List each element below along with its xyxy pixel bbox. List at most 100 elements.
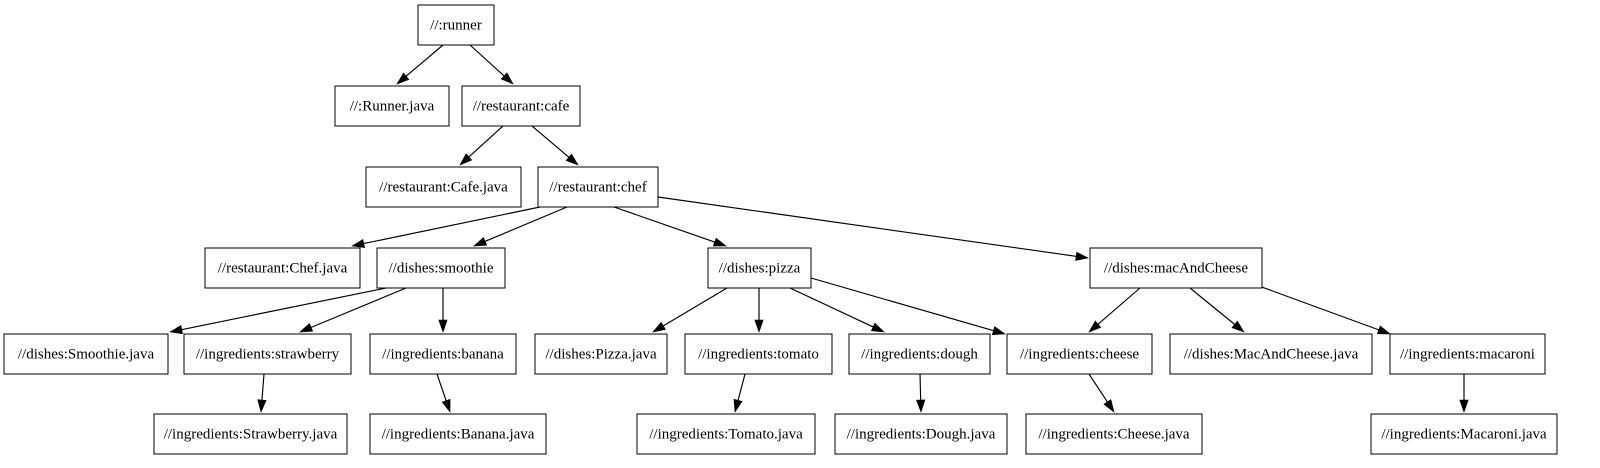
node-box[interactable] [3,333,169,375]
node-restaurant_cafe[interactable]: //restaurant:cafe [461,85,581,127]
edge-line [1088,373,1109,404]
arrowhead-icon [754,319,764,333]
node-box[interactable] [334,85,450,127]
node-macaroni_java[interactable]: //ingredients:Macaroni.java [1370,413,1558,455]
edge-line [483,206,568,243]
node-cheese_java[interactable]: //ingredients:Cheese.java [1025,413,1203,455]
node-cafe_java[interactable]: //restaurant:Cafe.java [365,166,522,208]
edge-line [1096,287,1141,326]
edge-line [789,287,875,329]
node-box[interactable] [684,333,833,375]
edge-dishes_macandchs-to-ing_macaroni [1247,281,1391,335]
node-ing_tomato[interactable]: //ingredients:tomato [684,333,833,375]
arrowhead-icon [1103,399,1115,413]
edge-ing_tomato-to-tomato_java [733,373,746,413]
node-label: //dishes:MacAndCheese.java [1184,346,1359,362]
nodes-layer: //:runner //:Runner.java //restaurant:cafe… [3,4,1558,455]
node-box[interactable] [1370,413,1558,455]
node-label: //ingredients:Cheese.java [1038,426,1190,442]
edge-dishes_macandchs-to-ing_cheese [1088,287,1141,333]
node-box[interactable] [537,166,659,208]
node-dough_java[interactable]: //ingredients:Dough.java [834,413,1008,455]
node-pizza_java[interactable]: //dishes:Pizza.java [534,333,668,375]
node-box[interactable] [1089,247,1263,289]
edge-restaurant_chef-to-dishes_smoothie [473,206,568,247]
node-box[interactable] [365,166,522,208]
node-label: //ingredients:tomato [698,346,819,362]
edges-layer [169,44,1469,413]
node-box[interactable] [461,85,581,127]
node-chef_java[interactable]: //restaurant:Chef.java [204,247,361,289]
node-box[interactable] [1389,333,1546,375]
edge-line [404,44,444,78]
edge-line [661,287,728,328]
edge-dishes_macandchs-to-macandcheese_java [1189,287,1245,333]
node-strawberry_java[interactable]: //ingredients:Strawberry.java [153,413,348,455]
edge-line [737,373,746,402]
arrowhead-icon [459,153,473,166]
arrowhead-icon [438,319,448,333]
node-label: //ingredients:macaroni [1400,346,1535,362]
node-label: //:Runner.java [350,98,435,114]
node-box[interactable] [153,413,348,455]
arrowhead-icon [441,398,451,413]
edge-ing_banana-to-banana_java [436,373,451,413]
node-box[interactable] [534,333,668,375]
edge-line [469,44,506,78]
node-smoothie_java[interactable]: //dishes:Smoothie.java [3,333,169,375]
node-ing_macaroni[interactable]: //ingredients:macaroni [1389,333,1546,375]
node-box[interactable] [369,413,547,455]
edge-line [467,125,504,159]
node-banana_java[interactable]: //ingredients:Banana.java [369,413,547,455]
node-ing_cheese[interactable]: //ingredients:cheese [1006,333,1153,375]
arrowhead-icon [473,236,488,247]
edge-dishes_smoothie-to-ing_strawberry [299,287,407,333]
edge-dishes_pizza-to-ing_cheese [810,277,1006,336]
node-label: //ingredients:cheese [1020,346,1139,362]
node-dishes_macandchs[interactable]: //dishes:macAndCheese [1089,247,1263,289]
node-box[interactable] [1025,413,1203,455]
arrowhead-icon [1459,399,1469,413]
node-label: //dishes:macAndCheese [1104,260,1248,276]
node-box[interactable] [183,333,352,375]
node-box[interactable] [1006,333,1153,375]
node-ing_dough[interactable]: //ingredients:dough [848,333,991,375]
node-label: //restaurant:chef [549,179,646,195]
node-macandcheese_java[interactable]: //dishes:MacAndCheese.java [1169,333,1373,375]
edge-line [1189,287,1237,326]
node-box[interactable] [1169,333,1373,375]
node-box[interactable] [204,247,361,289]
edge-restaurant_cafe-to-restaurant_chef [531,125,579,166]
node-dishes_smoothie[interactable]: //dishes:smoothie [376,247,506,289]
node-label: //dishes:Smoothie.java [18,346,155,362]
edge-dishes_pizza-to-ing_tomato [754,288,764,333]
node-box[interactable] [369,333,517,375]
node-box[interactable] [376,247,506,289]
edge-dishes_smoothie-to-smoothie_java [169,287,387,335]
node-box[interactable] [417,4,495,46]
edge-restaurant_cafe-to-cafe_java [459,125,504,166]
node-label: //restaurant:cafe [473,98,570,114]
edge-dishes_pizza-to-ing_dough [789,287,885,333]
node-box[interactable] [848,333,991,375]
node-runner_java[interactable]: //:Runner.java [334,85,450,127]
node-dishes_pizza[interactable]: //dishes:pizza [707,247,812,289]
node-label: //ingredients:banana [382,346,504,362]
edge-line [309,287,407,329]
node-box[interactable] [636,413,816,455]
node-label: //dishes:Pizza.java [545,346,657,362]
node-label: //ingredients:dough [861,346,978,362]
edge-line [613,206,717,244]
node-ing_banana[interactable]: //ingredients:banana [369,333,517,375]
node-label: //ingredients:Strawberry.java [164,426,338,442]
node-restaurant_chef[interactable]: //restaurant:chef [537,166,659,208]
node-tomato_java[interactable]: //ingredients:Tomato.java [636,413,816,455]
edge-dishes_smoothie-to-ing_banana [438,288,448,333]
node-box[interactable] [707,247,812,289]
arrowhead-icon [652,321,666,333]
node-ing_strawberry[interactable]: //ingredients:strawberry [183,333,352,375]
node-runner[interactable]: //:runner [417,4,495,46]
node-box[interactable] [834,413,1008,455]
